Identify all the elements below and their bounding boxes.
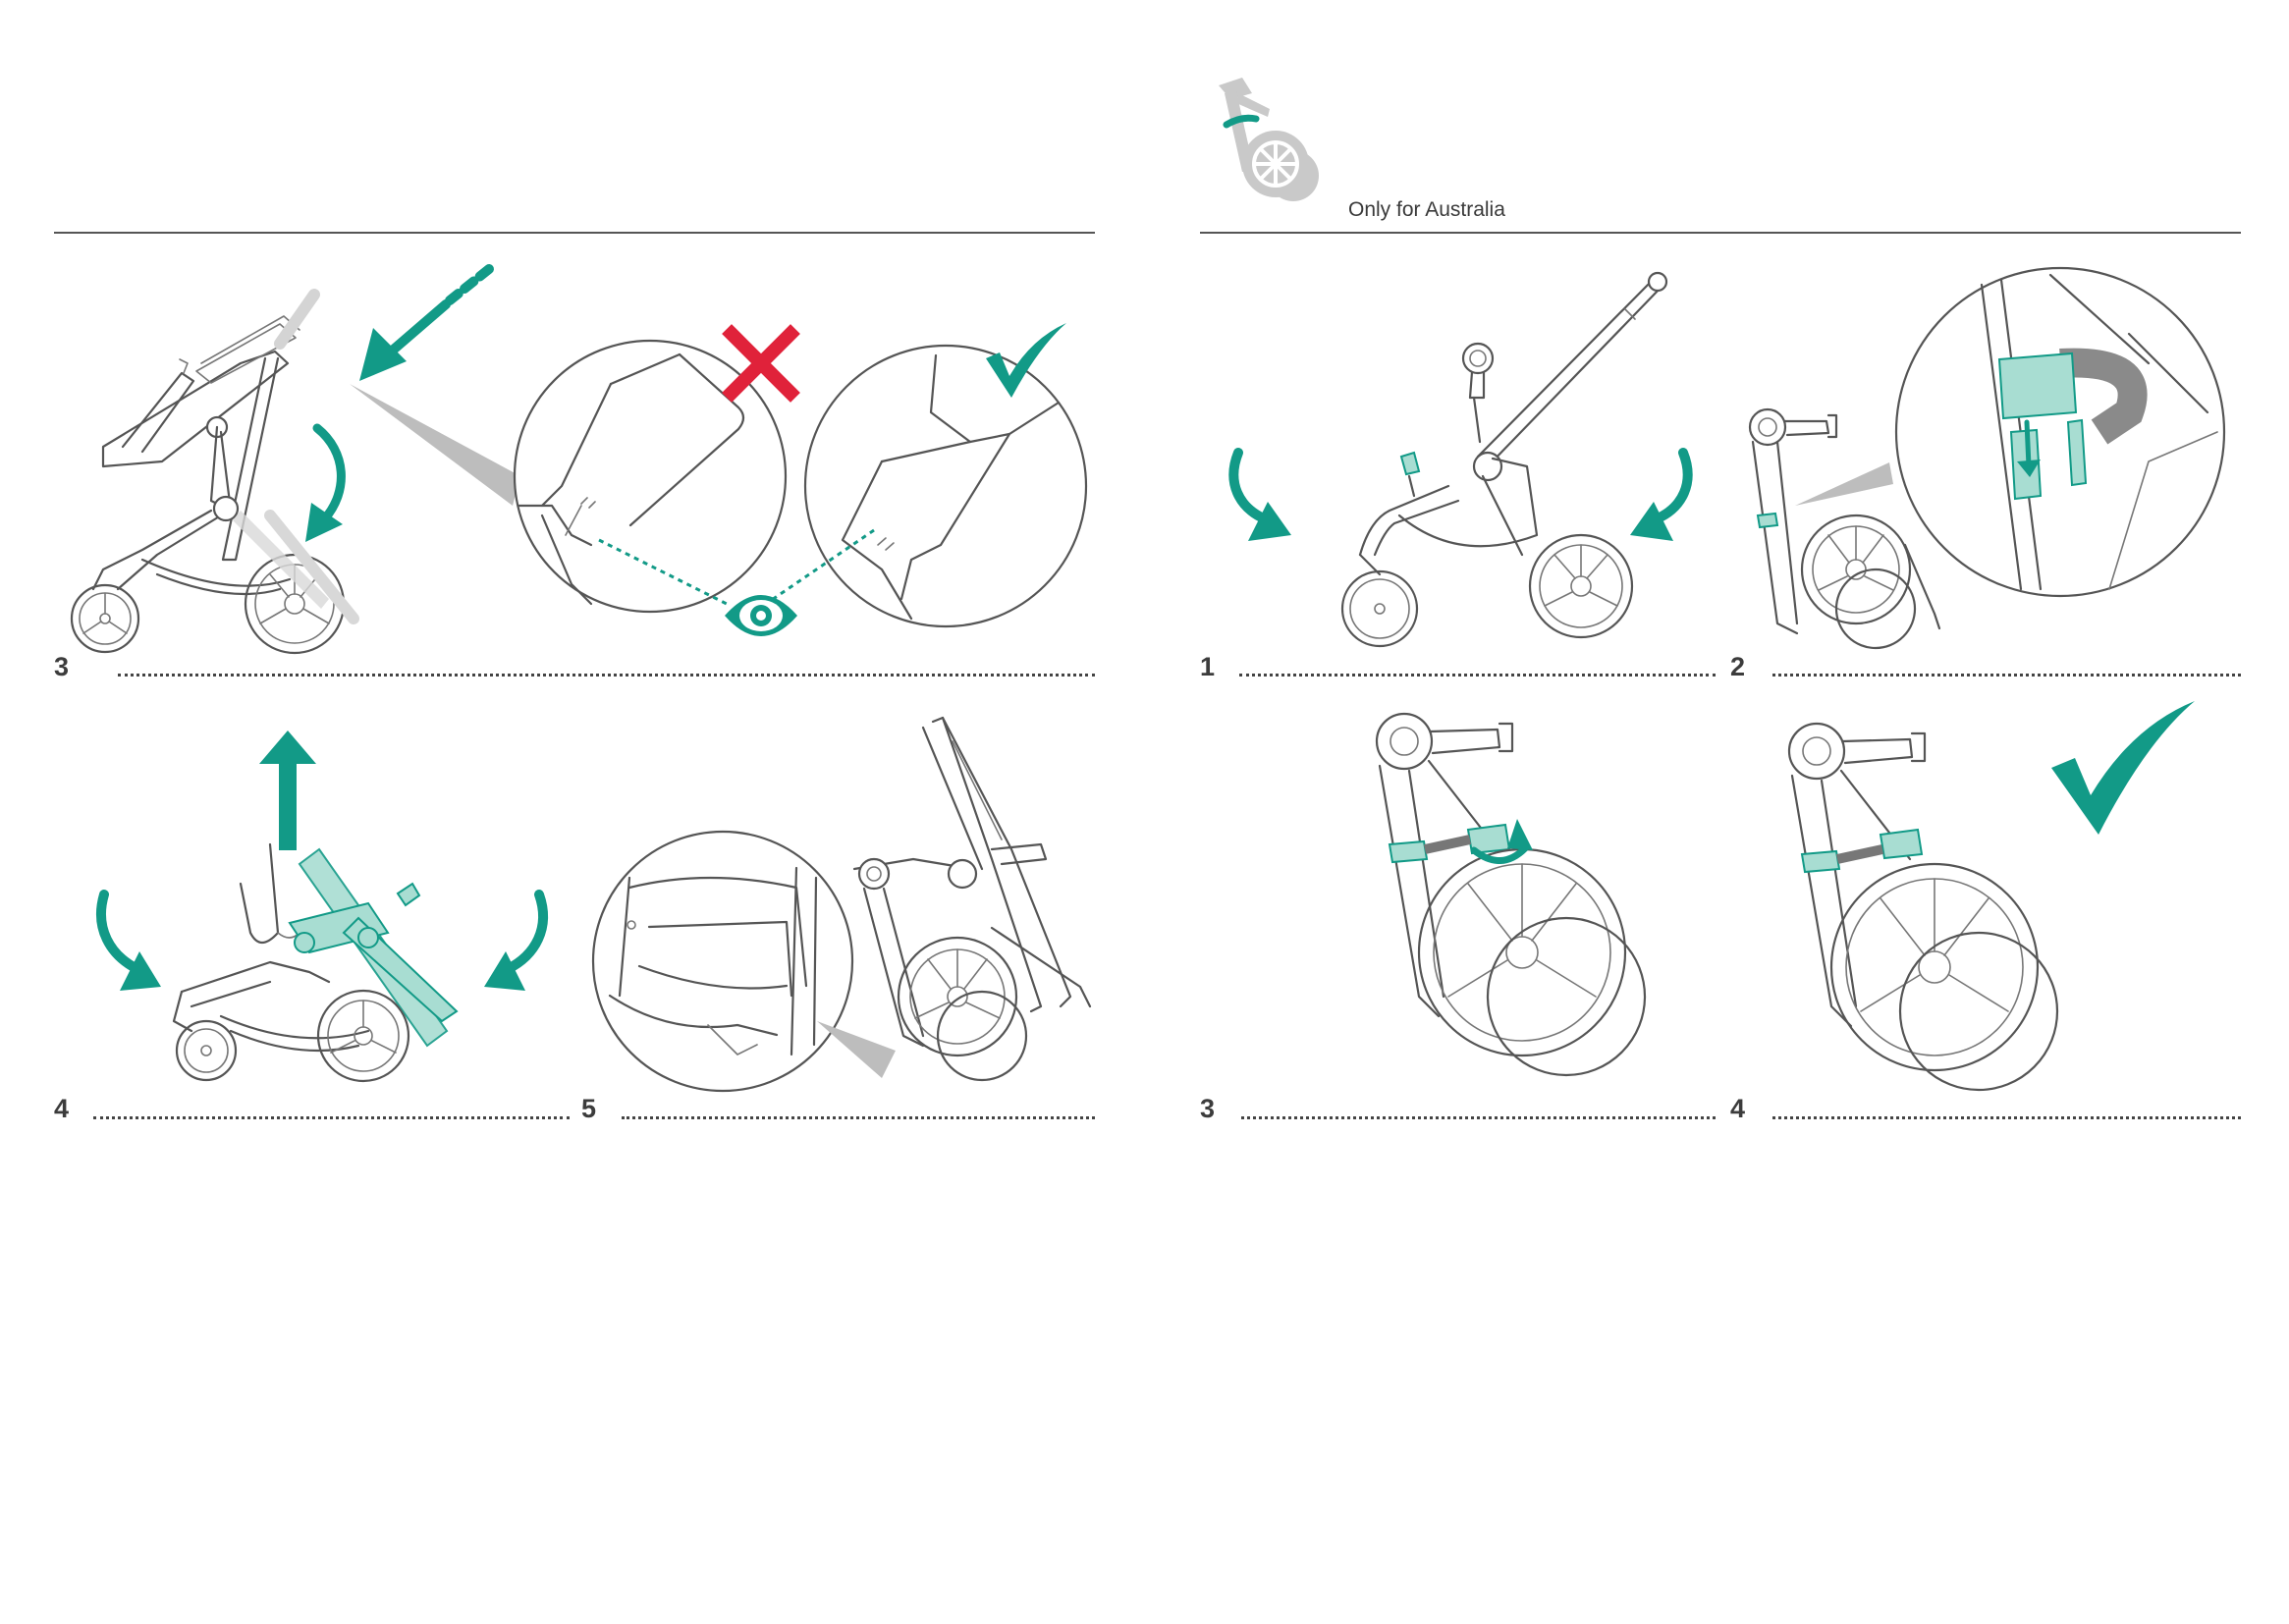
fold-stroller-icon <box>162 825 516 1139</box>
only-for-australia-caption: Only for Australia <box>1348 198 1505 222</box>
left-step-4-number: 4 <box>54 1094 69 1124</box>
zoom-beam <box>344 378 540 535</box>
folded-stroller-strap-icon <box>1213 74 1331 221</box>
checkmark-icon <box>982 319 1070 398</box>
left-step-5-number: 5 <box>581 1094 596 1124</box>
right-step-3-line <box>1241 1116 1716 1119</box>
zoom-beam-3 <box>1787 457 1895 525</box>
folded-frame-strapped-icon <box>1772 712 2087 1105</box>
right-top-rule <box>1200 232 2241 234</box>
eye-icon <box>589 525 884 643</box>
right-step-2-number: 2 <box>1730 652 1745 682</box>
left-step-5-line <box>622 1116 1095 1119</box>
folded-frame-strap-icon <box>1360 702 1674 1095</box>
right-step-1-number: 1 <box>1200 652 1215 682</box>
rotate-left-arrow-icon <box>90 889 169 997</box>
rotate-strap-arrow-icon <box>1468 815 1537 874</box>
cross-icon <box>722 324 800 403</box>
right-step-4-number: 4 <box>1730 1094 1745 1124</box>
left-step-3-line <box>118 674 1095 677</box>
left-step-3-number: 3 <box>54 652 69 682</box>
right-step-2-line <box>1772 674 2241 677</box>
strap-clip-detail-zoom <box>1893 265 2227 599</box>
rotate-left-arrow-icon <box>1223 447 1301 545</box>
left-top-rule <box>54 232 1095 234</box>
right-step-4-line <box>1772 1116 2241 1119</box>
right-step-3-number: 3 <box>1200 1094 1215 1124</box>
folded-stroller-icon <box>845 712 1100 1105</box>
left-step-4-line <box>93 1116 570 1119</box>
stroller-frame-icon <box>1291 270 1684 663</box>
checkmark-icon <box>2047 697 2205 835</box>
right-step-1-line <box>1239 674 1716 677</box>
